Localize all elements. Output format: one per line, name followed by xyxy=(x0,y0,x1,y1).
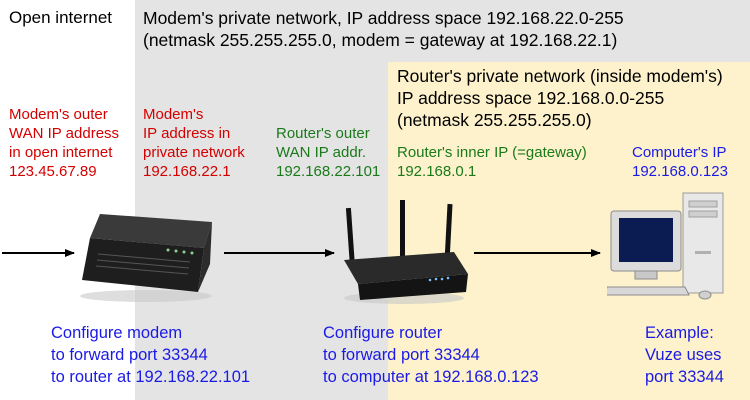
router-network-header-line1: Router's private network (inside modem's… xyxy=(397,66,723,86)
router-config-line2: to forward port 33344 xyxy=(323,346,480,364)
router-network-header-line2: IP address space 192.168.0.0-255 xyxy=(397,88,665,108)
example-line1: Example: xyxy=(645,324,714,342)
open-internet-zone xyxy=(0,0,135,400)
router-config-instruction: Configure router to forward port 33344 t… xyxy=(323,322,539,388)
example-line2: Vuze uses xyxy=(645,346,722,364)
modem-config-line3: to router at 192.168.22.101 xyxy=(51,368,251,386)
computer-ip-value: 192.168.0.123 xyxy=(632,163,728,180)
router-inner-ip-line1: Router's inner IP (=gateway) xyxy=(397,144,587,161)
example-note: Example: Vuze uses port 33344 xyxy=(645,322,724,388)
router-config-line3: to computer at 192.168.0.123 xyxy=(323,368,539,386)
computer-icon xyxy=(607,192,724,300)
router-outer-ip-line2: WAN IP addr. xyxy=(276,144,367,161)
open-internet-title: Open internet xyxy=(9,8,113,27)
router-outer-ip-value: 192.168.22.101 xyxy=(276,163,381,180)
modem-outer-ip-label: Modem's outer WAN IP address in open int… xyxy=(9,105,119,181)
modem-icon xyxy=(80,214,212,302)
modem-private-ip-label: Modem's IP address in private network 19… xyxy=(143,105,245,181)
modem-outer-ip-line2: WAN IP address xyxy=(9,125,120,142)
router-icon xyxy=(344,200,468,304)
router-network-header-line3: (netmask 255.255.255.0) xyxy=(397,110,592,130)
modem-private-ip-line2: IP address in xyxy=(143,125,231,142)
modem-network-header-line2: (netmask 255.255.255.0, modem = gateway … xyxy=(143,30,618,50)
modem-network-header-line1: Modem's private network, IP address spac… xyxy=(143,8,624,28)
modem-outer-ip-line3: in open internet xyxy=(9,144,113,161)
modem-private-ip-line1: Modem's xyxy=(143,106,204,123)
modem-private-ip-line3: private network xyxy=(143,144,245,161)
router-config-line1: Configure router xyxy=(323,324,443,342)
modem-private-ip-value: 192.168.22.1 xyxy=(143,163,231,180)
router-inner-ip-value: 192.168.0.1 xyxy=(397,163,477,180)
router-outer-ip-line1: Router's outer xyxy=(276,125,370,142)
example-line3: port 33344 xyxy=(645,368,724,386)
computer-ip-line1: Computer's IP xyxy=(632,144,727,161)
modem-outer-ip-line1: Modem's outer xyxy=(9,106,108,123)
modem-network-header: Modem's private network, IP address spac… xyxy=(143,7,624,51)
router-network-header: Router's private network (inside modem's… xyxy=(397,65,723,131)
modem-config-instruction: Configure modem to forward port 33344 to… xyxy=(51,322,250,388)
router-outer-ip-label: Router's outer WAN IP addr. 192.168.22.1… xyxy=(276,124,380,181)
router-inner-ip-label: Router's inner IP (=gateway) 192.168.0.1 xyxy=(397,143,587,181)
computer-ip-label: Computer's IP 192.168.0.123 xyxy=(632,143,728,181)
modem-outer-ip-value: 123.45.67.89 xyxy=(9,163,97,180)
modem-config-line1: Configure modem xyxy=(51,324,183,342)
modem-config-line2: to forward port 33344 xyxy=(51,346,208,364)
